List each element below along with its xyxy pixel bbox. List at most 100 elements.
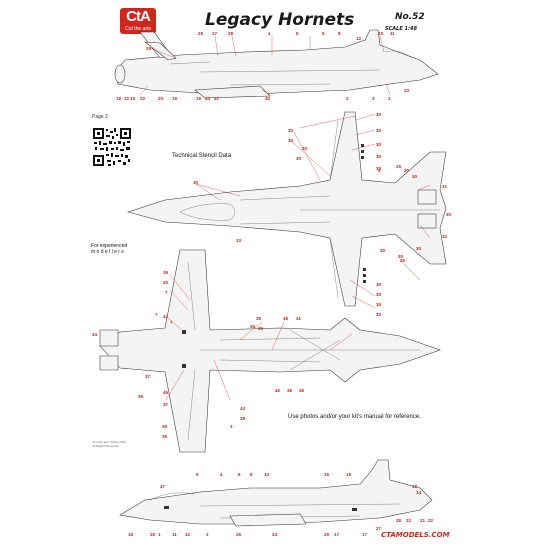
callout: 4 bbox=[220, 472, 223, 477]
copyright-note: "Cut the arts" (NFS) 2023 All Rights Res… bbox=[92, 440, 142, 448]
callout: 1 bbox=[158, 532, 161, 537]
callout: 30 bbox=[376, 128, 382, 133]
callout: 22 bbox=[124, 96, 130, 101]
experienced-line: m o d e l l e r s bbox=[91, 249, 124, 255]
callout: 5 bbox=[296, 31, 299, 36]
callout: 31 bbox=[442, 184, 448, 189]
callout: 21 bbox=[420, 518, 426, 523]
page-label: Page 2 bbox=[92, 114, 108, 120]
underside-view bbox=[99, 249, 441, 453]
callout: 17 bbox=[362, 532, 368, 537]
callout: 30 bbox=[376, 302, 382, 307]
callout: 37 bbox=[163, 402, 169, 407]
callout: 38 bbox=[287, 388, 293, 393]
callout: 30 bbox=[376, 112, 382, 117]
callout: 30 bbox=[302, 146, 308, 151]
callout: 41 bbox=[296, 316, 302, 321]
callout: 7 bbox=[165, 290, 168, 295]
callout: 36 bbox=[299, 388, 305, 393]
callout: 30 bbox=[376, 312, 382, 317]
logo-text: CtA bbox=[126, 8, 151, 25]
sheet-number: No.52 bbox=[395, 12, 425, 22]
callout: 32 bbox=[442, 234, 448, 239]
callout: 38 bbox=[240, 416, 246, 421]
callout: 30 bbox=[380, 248, 386, 253]
callout: 30 bbox=[288, 128, 294, 133]
callout: 36 bbox=[163, 270, 169, 275]
callout: 7 bbox=[170, 320, 173, 325]
callout: 4 bbox=[268, 31, 271, 36]
callout: 44 bbox=[163, 314, 169, 319]
cta-logo: CtA Cut the arts bbox=[120, 8, 156, 34]
callout: 20 bbox=[158, 96, 164, 101]
callout: 13 bbox=[412, 484, 418, 489]
callout: 30 bbox=[376, 166, 382, 171]
callout: 28 bbox=[396, 518, 402, 523]
callout: 9 bbox=[196, 472, 199, 477]
callout: 33 bbox=[236, 238, 242, 243]
callout: 42 bbox=[275, 388, 281, 393]
callout: 36 bbox=[250, 324, 256, 329]
callout: 11 bbox=[172, 532, 177, 537]
callout: 44 bbox=[205, 96, 211, 101]
callout: 29 bbox=[324, 532, 330, 537]
callout: 22 bbox=[428, 518, 434, 523]
callout: 17 bbox=[334, 532, 340, 537]
callout: 25 bbox=[396, 164, 402, 169]
callout: 18 bbox=[128, 532, 134, 537]
callout: 14 bbox=[416, 490, 422, 495]
callout: 46 bbox=[283, 316, 289, 321]
callout: 30 bbox=[398, 254, 404, 259]
sheet-scale: SCALE 1:48 bbox=[385, 26, 417, 32]
callout: 10 bbox=[264, 472, 270, 477]
experienced-line: For experienced bbox=[91, 243, 128, 249]
callout: 2 bbox=[346, 96, 349, 101]
callout: 39 bbox=[162, 424, 168, 429]
callout: 43 bbox=[240, 406, 246, 411]
callout: 8 bbox=[250, 472, 253, 477]
sheet-title: Legacy Hornets bbox=[205, 10, 355, 30]
side-view-upper bbox=[114, 29, 439, 99]
callout: 30 bbox=[376, 292, 382, 297]
logo-tagline: Cut the arts bbox=[125, 26, 151, 32]
callout: 19 bbox=[196, 96, 202, 101]
callout: 36 bbox=[138, 394, 144, 399]
underside-view-leaders bbox=[165, 274, 353, 401]
callout: 18 bbox=[116, 96, 122, 101]
callout: 24 bbox=[272, 532, 278, 537]
callout: 3 bbox=[372, 96, 375, 101]
top-view-leaders bbox=[195, 113, 431, 309]
stencil-data-title: Technical Stencil Data bbox=[172, 153, 232, 159]
callout: 30 bbox=[296, 156, 302, 161]
callout: 45 bbox=[163, 390, 169, 395]
callout: 35 bbox=[258, 326, 264, 331]
callout: 42 bbox=[265, 96, 271, 101]
callout: 25 bbox=[150, 532, 156, 537]
callout: 34 bbox=[92, 332, 98, 337]
callout: 28 bbox=[228, 31, 234, 36]
callout: 30 bbox=[288, 138, 294, 143]
callout: 30 bbox=[193, 180, 199, 185]
top-view-callouts: 30 30 30 30 30 30 30 30 30 30 31 30 32 3… bbox=[193, 112, 452, 317]
callout: 25 bbox=[400, 258, 406, 263]
callout: 41 bbox=[214, 96, 220, 101]
callout: 4 bbox=[378, 168, 381, 173]
callout: 25 bbox=[146, 46, 152, 51]
callout: 40 bbox=[163, 280, 169, 285]
callout: 36 bbox=[162, 434, 168, 439]
callout: 30 bbox=[376, 142, 382, 147]
callout: 27 bbox=[376, 526, 382, 531]
side-view-lower bbox=[119, 459, 433, 527]
callout: 30 bbox=[376, 282, 382, 287]
stencil-block-a bbox=[361, 144, 364, 159]
experienced-note: For experienced m o d e l l e r s bbox=[91, 243, 127, 255]
callout: 10 bbox=[378, 31, 384, 36]
side-view-lower-callouts: 9 4 6 8 10 15 16 47 14 13 17 17 25 18 24… bbox=[128, 472, 434, 537]
callout: 3 bbox=[206, 532, 209, 537]
callout: 6 bbox=[322, 31, 325, 36]
side-view-upper-callouts: 25 27 28 29 4 5 6 8 10 11 12 19 18 22 22… bbox=[116, 31, 410, 101]
callout: 35 bbox=[256, 316, 262, 321]
callout: 30 bbox=[376, 154, 382, 159]
website-link[interactable]: CTAMODELS.COM bbox=[381, 531, 450, 539]
